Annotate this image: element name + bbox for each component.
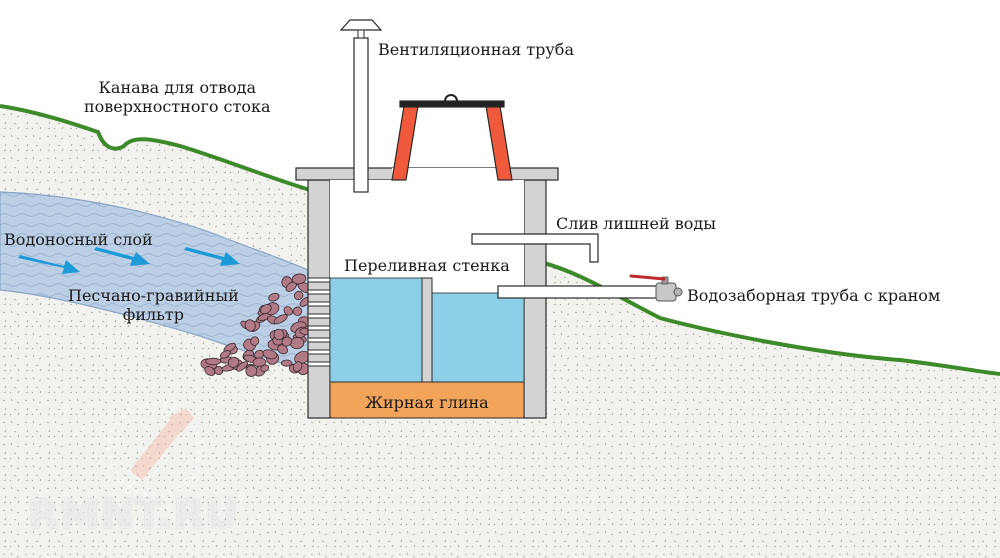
label-intake-pipe: Водозаборная труба с краном — [687, 286, 941, 305]
watermark-logo-icon — [106, 401, 204, 499]
gravel-stone — [245, 365, 258, 377]
water-right-chamber — [431, 292, 525, 383]
flow-arrow-icon — [18, 255, 80, 274]
label-vent-pipe: Вентиляционная труба — [378, 40, 574, 59]
gravel-stone — [292, 361, 303, 372]
gravel-stone — [236, 361, 248, 372]
label-ditch-text: Канава для отвода поверхностного стока — [84, 78, 271, 116]
flow-arrow-icon — [184, 247, 240, 266]
gravel-stone — [273, 328, 285, 341]
roof-ridge-bar — [399, 100, 505, 108]
gravel-stone — [273, 314, 288, 325]
gravel-stone — [219, 350, 231, 359]
gravel-stone — [268, 292, 280, 302]
vent-pipe — [353, 37, 369, 193]
label-drain: Слив лишней воды — [556, 214, 716, 233]
well-cap-opening — [392, 168, 510, 180]
gravel-filter — [200, 273, 314, 377]
label-aquifer: Водоносный слой — [4, 230, 153, 249]
watermark-text: RMNT.RU — [28, 492, 239, 538]
grass-line-left — [0, 104, 311, 192]
vent-cap-icon — [339, 19, 383, 31]
label-overflow-wall: Переливная стенка — [344, 256, 510, 275]
gravel-stone — [281, 336, 293, 347]
gravel-stone — [280, 359, 293, 367]
label-clay: Жирная глина — [365, 393, 489, 412]
gravel-stone — [260, 364, 270, 372]
gravel-stone — [204, 366, 216, 376]
well-left-wall — [307, 179, 331, 419]
gravel-stone — [262, 349, 278, 360]
gravel-stone — [244, 319, 256, 332]
gravel-stone — [291, 273, 307, 285]
intake-pipe — [497, 285, 663, 299]
roof-handle-icon — [444, 94, 458, 102]
label-ditch: Канава для отвода поверхностного стока — [84, 78, 271, 116]
flow-arrows — [18, 247, 240, 274]
vent-cap-stem — [357, 29, 365, 39]
flow-arrow-icon — [94, 247, 150, 266]
gravel-stone — [283, 306, 294, 316]
gravel-stone — [293, 290, 304, 301]
water-left-chamber — [329, 277, 423, 383]
clay-bottom — [329, 381, 525, 419]
well-right-wall — [523, 179, 547, 419]
drain-pipe — [471, 233, 599, 263]
gravel-stone — [292, 306, 303, 316]
gravel-stone — [205, 357, 222, 366]
overflow-wall — [421, 277, 433, 383]
gravel-stone — [250, 336, 260, 346]
soil-ground — [0, 106, 1000, 558]
label-filter: Песчано-гравийный фильтр — [68, 286, 239, 324]
gravel-stone — [260, 304, 272, 315]
gravel-stone — [227, 356, 240, 368]
roof — [391, 94, 513, 181]
tap-valve-icon — [629, 274, 683, 302]
